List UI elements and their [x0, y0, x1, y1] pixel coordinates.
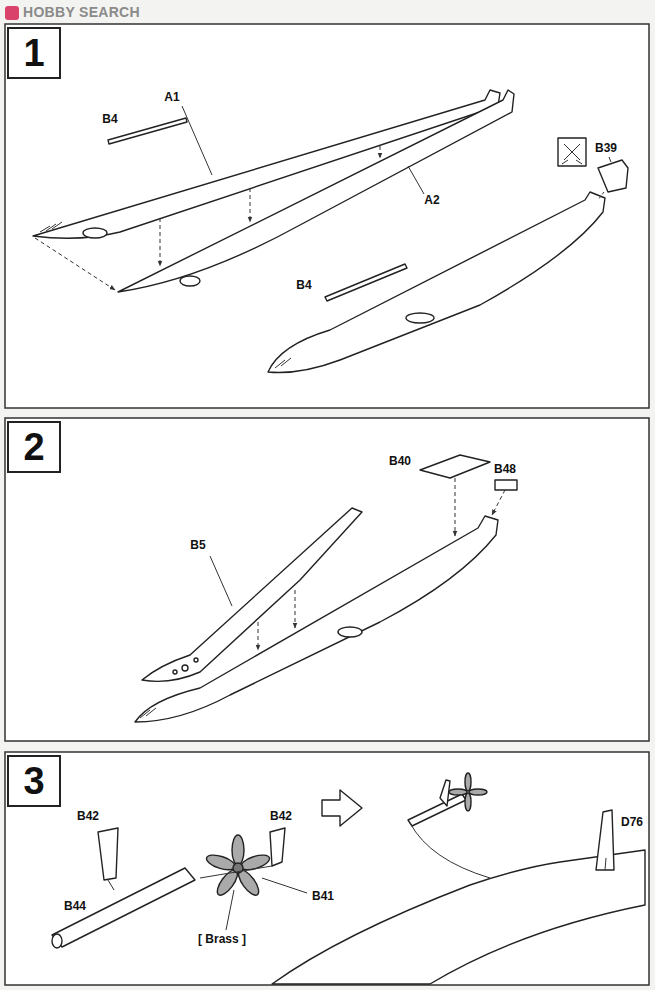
step-panel — [5, 418, 649, 741]
leader-line — [262, 878, 307, 893]
step-number: 3 — [23, 762, 44, 800]
step-number-box: 1 — [7, 27, 61, 79]
part-label: B48 — [494, 463, 516, 476]
watermark: HOBBY SEARCH — [23, 5, 140, 20]
deck-part — [142, 508, 362, 681]
hull-detail — [83, 228, 107, 238]
hull-detail — [338, 627, 362, 637]
part-label: B5 — [190, 539, 205, 552]
hatching — [40, 222, 291, 718]
assembly-line — [492, 490, 505, 515]
part-label: B42 — [270, 810, 292, 823]
attach-line — [605, 858, 606, 870]
hull-closeup — [272, 850, 645, 984]
plate-part — [420, 455, 490, 478]
propeller-assembled — [449, 773, 487, 811]
deck-hole — [194, 658, 198, 662]
cut-icon — [558, 138, 586, 166]
stern-part — [598, 160, 628, 192]
hull-detail — [180, 276, 200, 286]
part-label: A2 — [424, 194, 439, 207]
part-label: A1 — [164, 91, 179, 104]
step-panel — [5, 24, 649, 408]
assembly-line — [160, 218, 161, 266]
hull-detail — [406, 313, 434, 323]
fin-part — [270, 828, 285, 866]
leader-line — [200, 866, 272, 878]
leader-line — [408, 166, 424, 194]
assembly-line — [250, 188, 251, 222]
step-number-box: 3 — [7, 755, 61, 807]
assembly-line — [380, 146, 381, 158]
step-panel — [5, 752, 649, 985]
deck-hole — [182, 665, 188, 671]
part-label: B41 — [312, 890, 334, 903]
shaft-part — [52, 868, 195, 947]
hull-assembled — [268, 192, 605, 373]
assembly-line — [598, 192, 604, 200]
fin-part — [596, 810, 614, 870]
leader-line — [108, 880, 114, 890]
step-number: 2 — [23, 428, 44, 466]
leader-line — [182, 106, 212, 175]
assembly-line — [470, 116, 471, 117]
cut-icon-mark — [562, 144, 582, 164]
attach-line — [410, 823, 490, 878]
leader-line — [210, 556, 232, 606]
small-part — [495, 480, 517, 490]
part-label: B42 — [77, 810, 99, 823]
step-number: 1 — [23, 34, 44, 72]
step-number-box: 2 — [7, 421, 61, 473]
strip-part — [108, 118, 187, 144]
watermark-icon — [5, 6, 19, 20]
fin-part — [98, 828, 118, 880]
shaft-end — [52, 934, 62, 948]
hull-half — [33, 90, 500, 238]
part-label: B39 — [595, 142, 617, 155]
part-label: D76 — [621, 816, 643, 829]
assembly-line — [258, 622, 259, 650]
fin-assembled — [440, 780, 450, 806]
leader-line — [226, 890, 234, 930]
assembly-line — [35, 238, 115, 290]
assembly-line — [295, 590, 296, 628]
shaft-assembled — [408, 794, 466, 826]
part-label: [ Brass ] — [198, 933, 246, 946]
part-label: B44 — [64, 900, 86, 913]
strip-part — [325, 264, 407, 301]
part-label: B4 — [102, 113, 117, 126]
leader-line — [609, 157, 611, 162]
assembly-line — [455, 478, 456, 536]
part-label: B40 — [389, 455, 411, 468]
propeller-part — [205, 835, 271, 898]
part-label: B4 — [296, 279, 311, 292]
direction-arrow — [322, 790, 362, 826]
deck-hole — [173, 670, 177, 674]
